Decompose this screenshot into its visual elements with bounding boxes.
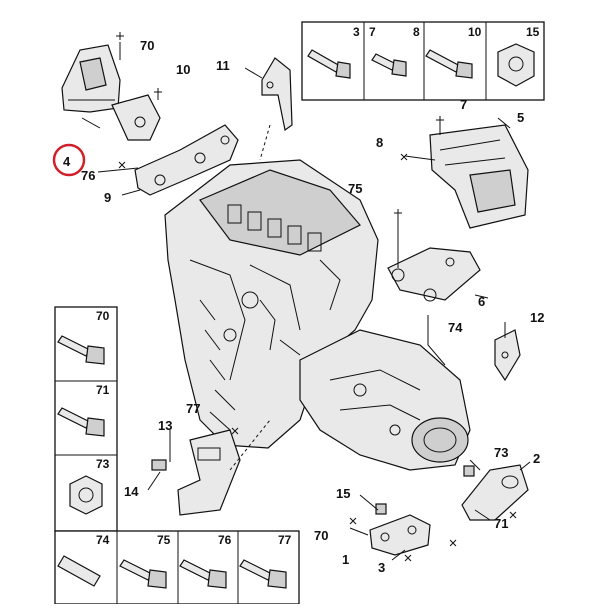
bracket-1 — [369, 503, 431, 556]
bolt-icon — [425, 49, 473, 79]
callout-labels: 70 10 76 9 11 7 5 8 75 6 74 12 77 13 14 … — [52, 38, 544, 575]
bolt-icon — [179, 559, 227, 589]
grid-top-3: 3 — [353, 25, 360, 39]
callout-15: 15 — [336, 486, 350, 501]
callout-12: 12 — [530, 310, 544, 325]
bottom-fastener-grid: 74 75 76 77 — [54, 530, 300, 605]
grid-left-70: 70 — [96, 309, 110, 323]
bolt-icon — [57, 407, 105, 437]
grid-top-8: 8 — [413, 25, 420, 39]
grid-left-73: 73 — [96, 457, 110, 471]
engine-mount-right — [429, 124, 529, 229]
grid-bottom-74: 74 — [96, 533, 110, 547]
bolt-icon — [307, 49, 351, 79]
callout-13: 13 — [158, 418, 172, 433]
grid-left-71: 71 — [96, 383, 110, 397]
callout-3: 3 — [378, 560, 385, 575]
callout-1: 1 — [342, 552, 349, 567]
callout-7: 7 — [460, 97, 467, 112]
bolt-icon — [119, 559, 167, 589]
grid-top-7: 7 — [369, 25, 376, 39]
callout-6: 6 — [478, 294, 485, 309]
torque-link-2 — [461, 464, 529, 521]
grid-bottom-77: 77 — [278, 533, 292, 547]
bracket-11 — [261, 57, 293, 132]
callout-74: 74 — [448, 320, 463, 335]
grid-top-10: 10 — [468, 25, 482, 39]
engine-block — [164, 159, 379, 449]
callout-76: 76 — [81, 168, 95, 183]
mount-bracket-6 — [387, 247, 481, 302]
callout-71: 71 — [494, 516, 508, 531]
top-fastener-grid: 3 7 8 10 15 — [301, 21, 545, 101]
left-fastener-grid: 70 71 73 — [54, 306, 118, 532]
callout-70: 70 — [140, 38, 154, 53]
callout-75: 75 — [348, 181, 362, 196]
callout-11: 11 — [216, 58, 230, 73]
bracket-12 — [494, 329, 521, 382]
callout-77: 77 — [186, 401, 200, 416]
nut-icon — [497, 43, 535, 87]
bracket-13 — [151, 429, 241, 516]
grid-bottom-75: 75 — [157, 533, 171, 547]
callout-9: 9 — [104, 190, 111, 205]
nut-icon — [69, 475, 103, 515]
callout-2: 2 — [533, 451, 540, 466]
bolt-icon — [371, 53, 407, 77]
grid-top-15: 15 — [526, 25, 540, 39]
fastener-markers — [116, 32, 517, 562]
gearbox-housing — [299, 329, 471, 471]
callout-10: 10 — [176, 62, 190, 77]
highlight-circle — [52, 143, 86, 177]
callout-4: 4 — [63, 154, 71, 169]
mount-bracket-lower — [111, 94, 161, 141]
callout-70b: 70 — [314, 528, 328, 543]
callout-14: 14 — [124, 484, 139, 499]
grid-bottom-76: 76 — [218, 533, 232, 547]
support-bracket-9 — [134, 124, 239, 196]
callout-5: 5 — [517, 110, 524, 125]
engine-mount-rubber — [61, 44, 121, 113]
callout-73: 73 — [494, 445, 508, 460]
bolt-icon — [57, 335, 105, 365]
callout-8: 8 — [376, 135, 383, 150]
bolt-icon — [239, 559, 287, 589]
stud-icon — [57, 555, 101, 587]
